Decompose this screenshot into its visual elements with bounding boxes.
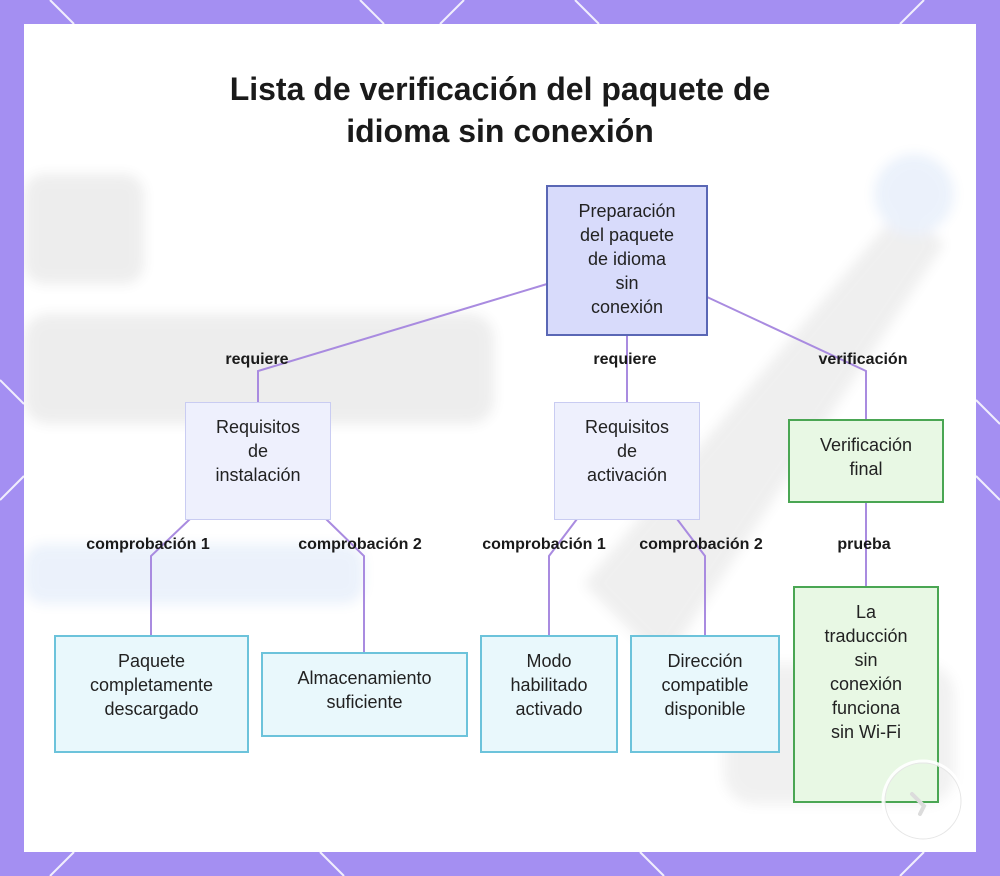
node-direction-label: Dirección compatible disponible: [661, 651, 749, 719]
node-direction[interactable]: Dirección compatible disponible: [630, 635, 780, 753]
edge-label-root-install: requiere: [225, 351, 289, 368]
node-activation-label: Requisitos de activación: [584, 417, 670, 485]
edge-root-install: [257, 283, 548, 402]
edge-label-activation-direction: comprobación 2: [639, 536, 763, 553]
node-install-label: Requisitos de instalación: [215, 417, 301, 485]
edge-label-install-storage: comprobación 2: [298, 536, 422, 553]
edge-install-storage: [325, 518, 365, 652]
edge-activation-mode: [548, 518, 578, 635]
title-line-2: idioma sin conexión: [346, 113, 654, 149]
edge-label-final-offline: prueba: [837, 536, 891, 553]
edge-label-root-final: verificación: [818, 351, 908, 368]
edge-install-downloaded: [150, 518, 191, 635]
diagram-title: Lista de verificación del paquete de idi…: [0, 68, 1000, 152]
node-offline-works[interactable]: La traducción sin conexión funciona sin …: [793, 586, 939, 803]
node-offline-label: La traducción sin conexión funciona sin …: [824, 602, 908, 742]
edge-activation-direction: [676, 518, 706, 635]
node-root[interactable]: Preparación del paquete de idioma sin co…: [546, 185, 708, 336]
edge-label-root-activation: requiere: [593, 351, 657, 368]
node-mode-label: Modo habilitado activado: [510, 651, 588, 719]
node-mode[interactable]: Modo habilitado activado: [480, 635, 618, 753]
edge-label-install-downloaded: comprobación 1: [86, 536, 210, 553]
watermark-badge-icon: [881, 759, 965, 843]
node-storage[interactable]: Almacenamiento suficiente: [261, 652, 468, 737]
node-install-requirements[interactable]: Requisitos de instalación: [185, 402, 331, 520]
node-final-label: Verificación final: [819, 435, 913, 479]
edge-label-activation-mode: comprobación 1: [482, 536, 606, 553]
node-storage-label: Almacenamiento suficiente: [297, 668, 432, 712]
node-activation-requirements[interactable]: Requisitos de activación: [554, 402, 700, 520]
node-downloaded[interactable]: Paquete completamente descargado: [54, 635, 249, 753]
node-root-label: Preparación del paquete de idioma sin co…: [578, 201, 676, 317]
edge-root-final: [706, 296, 867, 419]
node-final-check[interactable]: Verificación final: [788, 419, 944, 503]
title-line-1: Lista de verificación del paquete de: [229, 71, 771, 107]
node-downloaded-label: Paquete completamente descargado: [89, 651, 214, 719]
